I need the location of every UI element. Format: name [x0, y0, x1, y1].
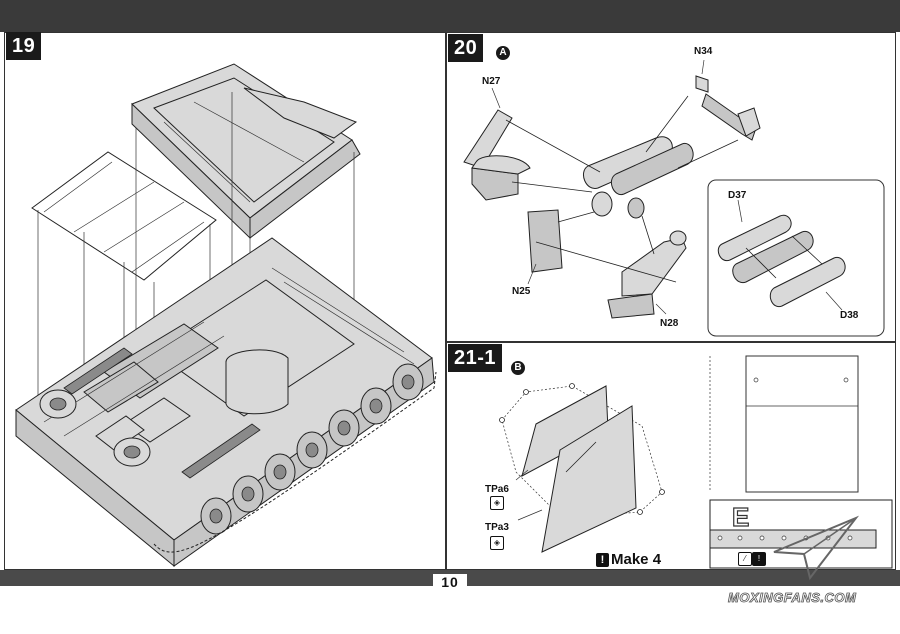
step-20-mount-illustration — [463, 59, 885, 337]
step-21-1-photoetch-illustration — [499, 355, 893, 569]
part-label-d37: D37 — [728, 190, 747, 201]
make-quantity-note: ! Make 4 — [596, 551, 661, 568]
glue-icon: ◈ — [490, 496, 504, 510]
step-19-hull-illustration — [15, 63, 437, 568]
subassembly-b-marker: B — [511, 361, 525, 375]
glue-icon: ◈ — [490, 536, 504, 550]
step-20-frame — [446, 32, 896, 342]
part-label-tpa3: TPa3 — [485, 522, 509, 533]
make-quantity-text: Make 4 — [611, 551, 662, 568]
photoetch-sheet-letter: E — [731, 501, 750, 532]
watermark-logo-icon — [773, 515, 860, 581]
warning-icon: ! — [596, 552, 609, 567]
part-label-n28: N28 — [660, 318, 679, 329]
warning-icon: ! — [752, 552, 766, 566]
part-label-n34: N34 — [694, 46, 713, 57]
part-label-n27: N27 — [482, 76, 501, 87]
step-20-badge: 20 — [448, 34, 484, 62]
page-number: 10 — [0, 574, 900, 590]
cut-icon: ⁄ — [738, 552, 752, 566]
step-21-1-badge: 21-1 — [448, 344, 503, 372]
step-19-frame — [4, 32, 446, 570]
step-21-1-frame — [446, 342, 896, 570]
watermark-text: MOXINGFANS.COM — [728, 590, 857, 606]
part-label-n25: N25 — [512, 286, 531, 297]
step-19-badge: 19 — [6, 32, 42, 60]
part-label-d38: D38 — [840, 310, 859, 321]
top-band — [0, 0, 900, 32]
subassembly-a-marker: A — [496, 46, 510, 60]
part-label-tpa6: TPa6 — [485, 484, 509, 495]
